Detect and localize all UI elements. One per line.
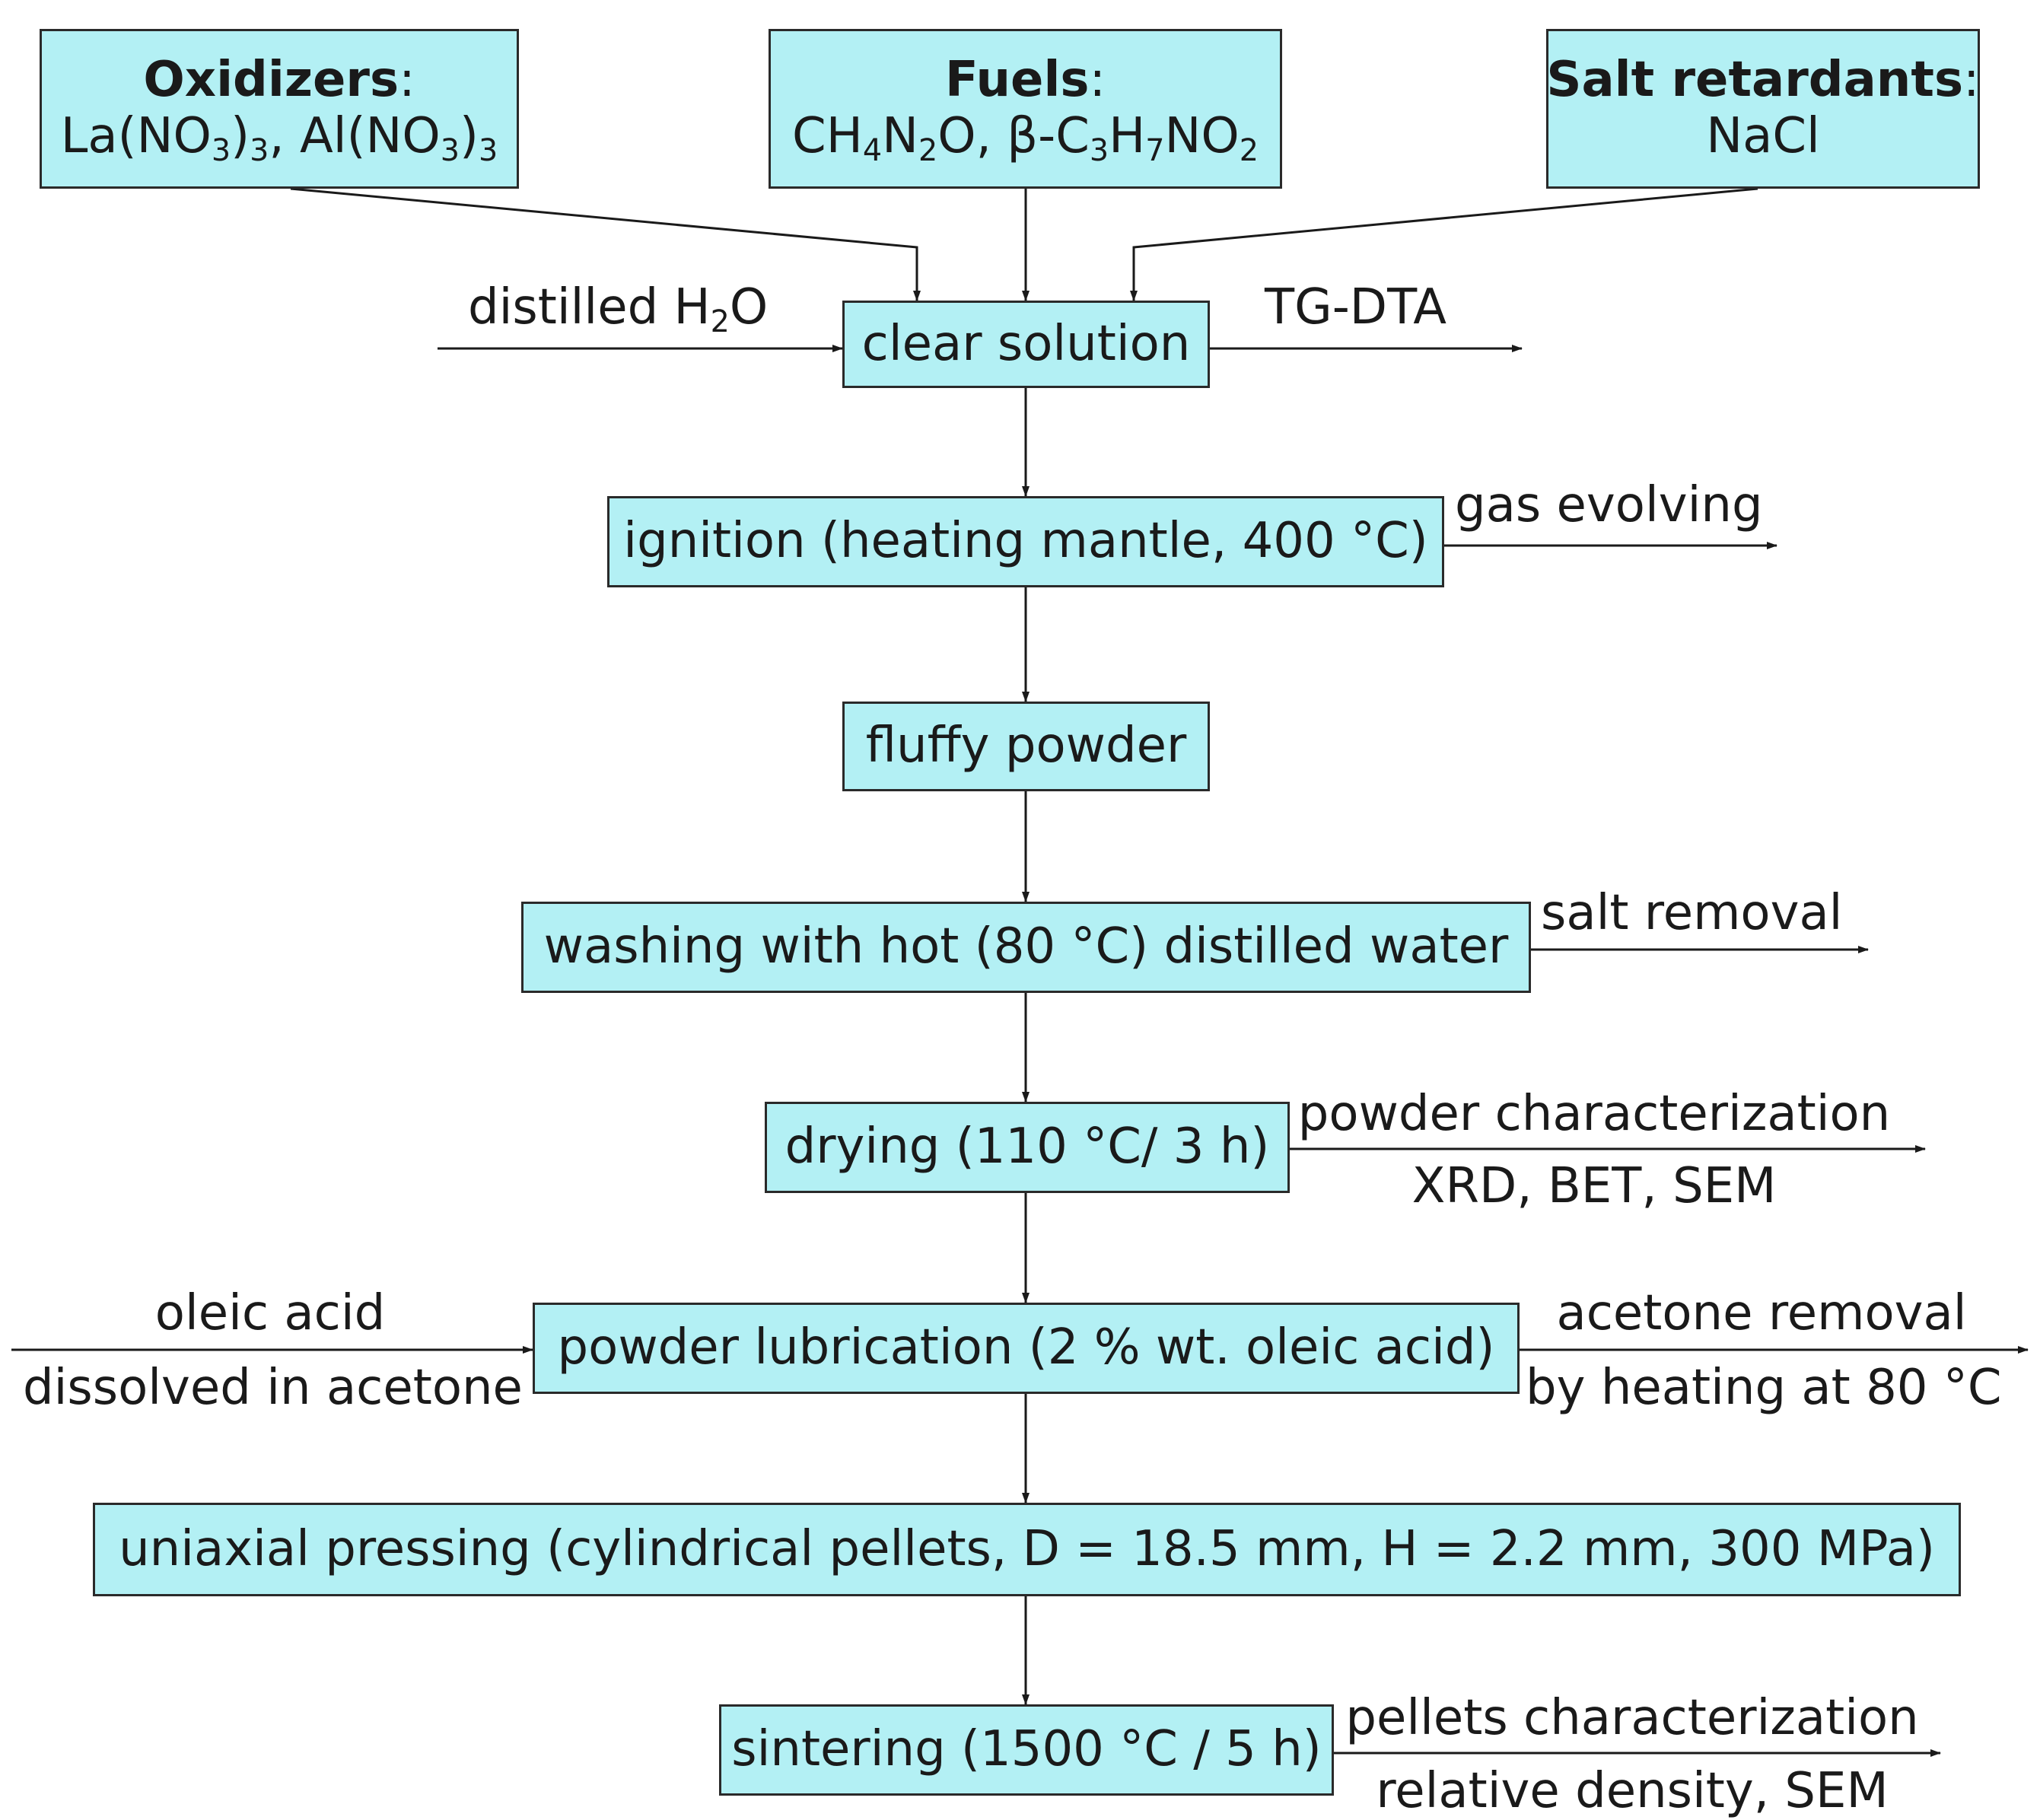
fuels-sub-1: 4 [862,133,883,169]
water-label: distilled H2O [468,283,768,337]
salt-removal-label: salt removal [1541,885,1843,941]
oxidizers-text-4: ) [460,108,479,164]
oxidizers-text-1: La(NO [60,108,212,164]
fuels-formula: CH4N2O, β-C3H7NO2 [792,108,1259,169]
fuels-sub-2: 2 [918,133,938,169]
oxidizers-sub-1: 3 [211,133,231,169]
oxidizers-colon: : [399,52,415,109]
fuels-box: Fuels: CH4N2O, β-C3H7NO2 [769,29,1282,189]
fuels-heading: Fuels [944,52,1090,109]
fluffy-powder-box: fluffy powder [842,702,1210,791]
salt-value: NaCl [1706,108,1820,164]
gas-evolving-label: gas evolving [1455,477,1763,533]
salt-colon: : [1963,52,1980,109]
oxidizers-sub-2: 3 [250,133,269,169]
fuels-text-1: CH [792,108,863,164]
tgdta-label: TG-DTA [1265,279,1446,336]
water-text-1: distilled H [468,279,711,336]
powder-char-line1: powder characterization [1297,1086,1891,1142]
arrow-salt-to-solution [1130,187,1758,301]
fuels-text-4: H [1109,108,1146,164]
pellets-char-line1: pellets characterization [1345,1690,1919,1746]
oxidizers-sub-4: 3 [479,133,498,169]
sintering-box: sintering (1500 °C / 5 h) [719,1704,1334,1796]
fuels-sub-3: 3 [1089,133,1109,169]
oxidizers-box: Oxidizers: La(NO3)3, Al(NO3)3 [40,29,519,189]
powder-char-line2: XRD, BET, SEM [1411,1158,1777,1214]
ignition-box: ignition (heating mantle, 400 °C) [607,496,1444,587]
fuels-text-2: N [882,108,918,164]
oxidizers-text-2: ) [231,108,250,164]
oxidizers-heading: Oxidizers [143,52,399,109]
salt-heading: Salt retardants [1546,52,1964,109]
water-sub: 2 [710,304,730,340]
acetone-line1: acetone removal [1556,1285,1967,1341]
oleic-line2: dissolved in acetone [23,1360,523,1416]
fuels-sub-4: 7 [1145,133,1165,169]
water-text-2: O [729,279,769,336]
clear-solution-box: clear solution [842,301,1210,388]
arrow-oxidizers-to-solution [290,187,921,301]
washing-box: washing with hot (80 °C) distilled water [521,902,1531,993]
oxidizers-sub-3: 3 [440,133,460,169]
fuels-colon: : [1089,52,1106,109]
fuels-text-3: O, β-C [937,108,1090,164]
salt-retardants-box: Salt retardants: NaCl [1546,29,1980,189]
oxidizers-formula: La(NO3)3, Al(NO3)3 [60,108,498,169]
pressing-box: uniaxial pressing (cylindrical pellets, … [93,1503,1961,1596]
lubrication-box: powder lubrication (2 % wt. oleic acid) [533,1303,1520,1394]
oleic-line1: oleic acid [154,1285,386,1341]
fuels-text-5: NO [1164,108,1240,164]
drying-box: drying (110 °C/ 3 h) [765,1102,1290,1193]
acetone-line2: by heating at 80 °C [1526,1360,2002,1416]
fuels-sub-5: 2 [1239,133,1259,169]
oxidizers-text-3: , Al(NO [269,108,441,164]
pellets-char-line2: relative density, SEM [1376,1763,1889,1819]
